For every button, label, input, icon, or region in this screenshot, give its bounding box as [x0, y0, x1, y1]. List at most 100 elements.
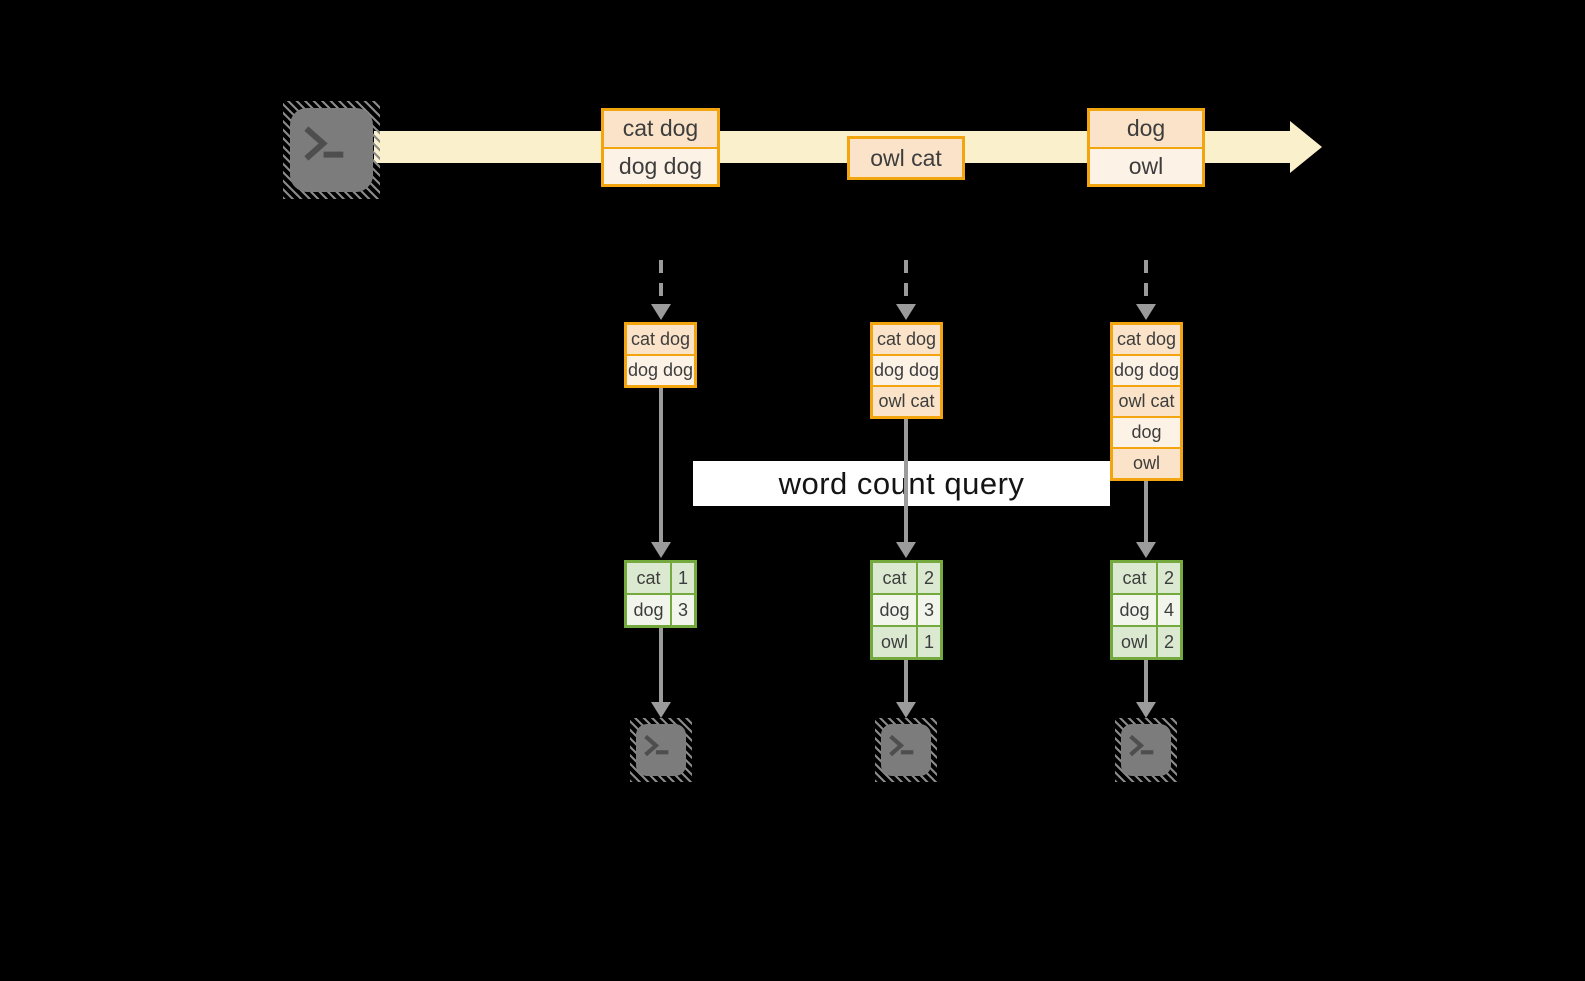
batch-line: owl: [1090, 148, 1202, 184]
count-value-cell: 2: [1158, 627, 1180, 657]
count-word-cell: owl: [873, 627, 916, 657]
count-table-2: cat 2 dog 3 owl 1: [870, 560, 943, 660]
batch-line: dog: [1090, 111, 1202, 147]
state-row: dog dog: [1113, 356, 1180, 385]
state-row-text: dog: [1131, 422, 1162, 442]
count-word-cell: dog: [873, 595, 916, 625]
count-value: 3: [677, 599, 688, 620]
count-word-cell: owl: [1113, 627, 1156, 657]
query-arrow-line: [1144, 481, 1148, 542]
count-value-cell: 3: [672, 595, 694, 625]
count-row: cat 1: [627, 563, 694, 593]
query-arrow-line: [659, 388, 663, 542]
count-word: dog: [1119, 599, 1150, 620]
state-row-text: dog dog: [1113, 360, 1180, 380]
output-terminal-icon-1: [630, 718, 692, 782]
count-value: 1: [923, 631, 934, 652]
batch-line: cat dog: [604, 111, 717, 147]
state-row-text: cat dog: [630, 329, 691, 349]
count-row: owl 1: [873, 627, 940, 657]
batch-line-text: cat dog: [622, 115, 699, 142]
input-state-box-2: cat dog dog dog owl cat: [870, 322, 943, 419]
count-word: cat: [636, 567, 661, 588]
state-row: owl cat: [1113, 387, 1180, 416]
state-row: dog dog: [627, 356, 694, 385]
output-arrowhead-icon: [651, 702, 671, 718]
count-value: 2: [923, 567, 934, 588]
output-arrowhead-icon: [896, 702, 916, 718]
trigger-arrowhead-icon: [651, 304, 671, 320]
state-row: cat dog: [1113, 325, 1180, 354]
trigger-arrow-dashed-line: [1144, 260, 1148, 304]
terminal-prompt-icon: [644, 735, 669, 757]
output-terminal-icon-2: [875, 718, 937, 782]
state-row: dog: [1113, 418, 1180, 447]
count-row: cat 2: [1113, 563, 1180, 593]
state-row-text: owl cat: [1118, 391, 1175, 411]
count-word-cell: cat: [873, 563, 916, 593]
count-word: owl: [880, 631, 908, 652]
state-row-text: owl: [1132, 453, 1160, 473]
count-table-1: cat 1 dog 3: [624, 560, 697, 628]
output-terminal-icon-3: [1115, 718, 1177, 782]
count-word: owl: [1120, 631, 1148, 652]
batch-box-2: owl cat: [847, 136, 965, 180]
state-row-text: cat dog: [1116, 329, 1177, 349]
count-word-cell: cat: [627, 563, 670, 593]
count-value-cell: 1: [672, 563, 694, 593]
state-row: owl: [1113, 449, 1180, 478]
count-word: cat: [882, 567, 907, 588]
count-value-cell: 1: [918, 627, 940, 657]
count-value-cell: 4: [1158, 595, 1180, 625]
query-arrowhead-icon: [896, 542, 916, 558]
batch-line-text: dog dog: [618, 152, 703, 179]
batch-line-text: owl: [1128, 152, 1164, 179]
terminal-window: [881, 724, 931, 776]
state-row-text: owl cat: [878, 391, 935, 411]
count-word: cat: [1122, 567, 1147, 588]
query-arrowhead-icon: [1136, 542, 1156, 558]
batch-box-3: dog owl: [1087, 108, 1205, 187]
trigger-arrow-dashed-line: [904, 260, 908, 304]
batch-line: dog dog: [604, 148, 717, 184]
terminal-window: [1121, 724, 1171, 776]
count-value: 2: [1163, 567, 1174, 588]
terminal-window: [636, 724, 686, 776]
batch-line-text: dog: [1126, 115, 1166, 142]
count-row: dog 3: [627, 595, 694, 625]
count-value: 4: [1163, 599, 1174, 620]
input-state-box-3: cat dog dog dog owl cat dog owl: [1110, 322, 1183, 481]
state-row: dog dog: [873, 356, 940, 385]
query-label-band: word count query: [693, 461, 1110, 506]
count-row: cat 2: [873, 563, 940, 593]
state-row-text: dog dog: [873, 360, 940, 380]
count-row: owl 2: [1113, 627, 1180, 657]
output-arrow-line: [1144, 660, 1148, 702]
count-value-cell: 2: [918, 563, 940, 593]
terminal-prompt-icon: [889, 735, 914, 757]
terminal-prompt-icon: [304, 126, 344, 161]
trigger-arrowhead-icon: [896, 304, 916, 320]
output-arrow-line: [659, 628, 663, 702]
count-table-3: cat 2 dog 4 owl 2: [1110, 560, 1183, 660]
count-value: 2: [1163, 631, 1174, 652]
batch-line-text: owl cat: [870, 144, 942, 171]
input-state-box-1: cat dog dog dog: [624, 322, 697, 388]
batch-box-1: cat dog dog dog: [601, 108, 720, 187]
trigger-arrowhead-icon: [1136, 304, 1156, 320]
state-row-text: cat dog: [876, 329, 937, 349]
count-value: 3: [923, 599, 934, 620]
stream-source-terminal-icon: [283, 101, 380, 199]
count-word: dog: [879, 599, 910, 620]
state-row: cat dog: [627, 325, 694, 354]
count-word-cell: dog: [627, 595, 670, 625]
count-word-cell: cat: [1113, 563, 1156, 593]
batch-line: owl cat: [850, 139, 962, 177]
count-word: dog: [633, 599, 664, 620]
stream-timeline-arrowhead-icon: [1290, 121, 1322, 173]
output-arrowhead-icon: [1136, 702, 1156, 718]
state-row: cat dog: [873, 325, 940, 354]
query-arrowhead-icon: [651, 542, 671, 558]
query-arrow-line: [904, 419, 908, 542]
